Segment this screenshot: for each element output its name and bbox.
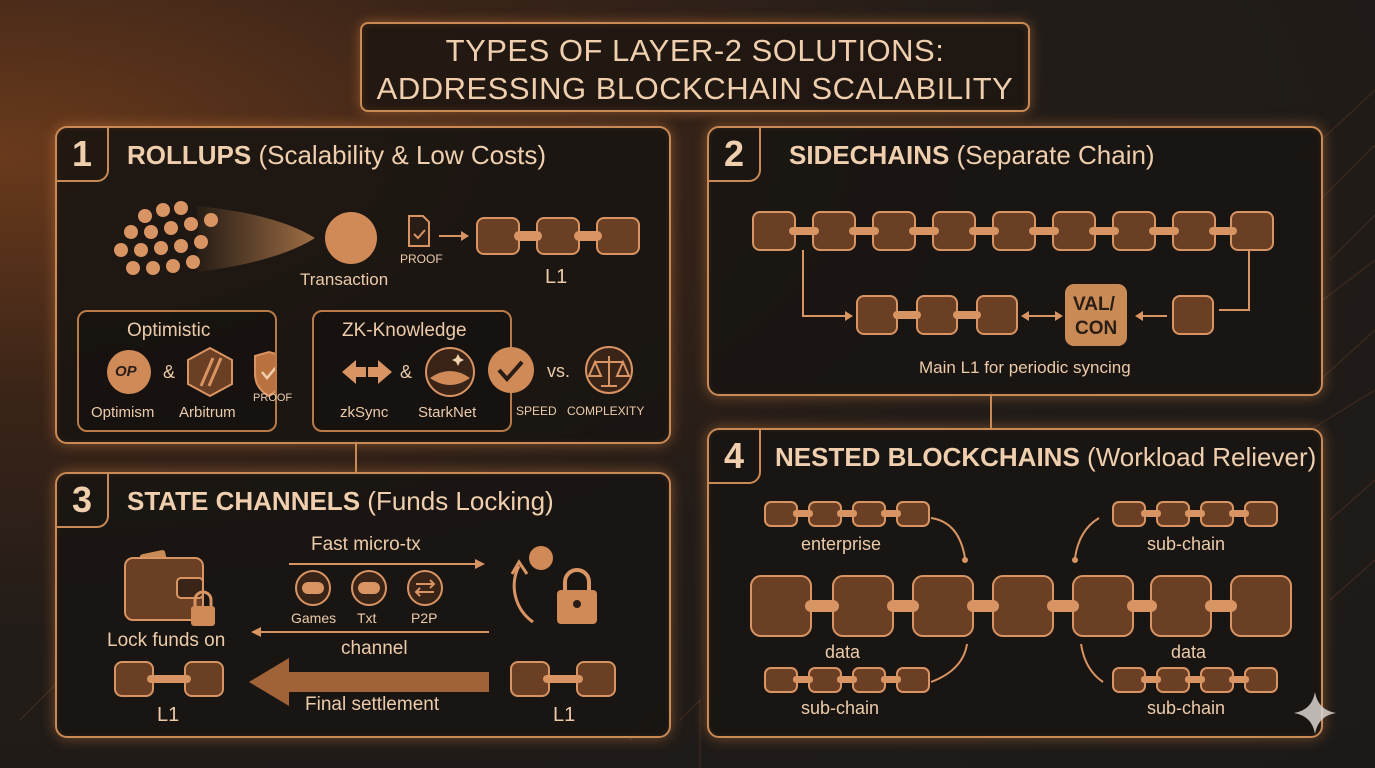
op-logo-icon: [107, 350, 151, 394]
check-icon: [488, 347, 534, 393]
panel-heading: NESTED BLOCKCHAINS (Workload Reliever): [775, 442, 1316, 473]
label-data-right: data: [1171, 642, 1207, 662]
label-subchain-bottom-right: sub-chain: [1147, 698, 1226, 718]
panel-heading: SIDECHAINS (Separate Chain): [789, 140, 1155, 171]
optimistic-proof-label: PROOF: [253, 392, 293, 404]
zk-extras: [488, 346, 633, 394]
zk-box: ZK-Knowledge & zkSync StarkNet: [312, 310, 512, 432]
lock-funds-label: Lock funds on: [107, 630, 226, 651]
title-line-2: ADDRESSING BLOCKCHAIN SCALABILITY: [376, 71, 1014, 106]
panel-name: STATE CHANNELS: [127, 486, 361, 516]
optimistic-icons: [107, 346, 275, 398]
validator-line-1: VAL/: [1073, 294, 1115, 315]
op-badge: OP: [115, 363, 137, 380]
optimistic-title: Optimistic: [127, 320, 211, 341]
state-channels-diagram: [114, 546, 616, 706]
optimistic-box: Optimistic OP & Optimism Arbitrum PROOF: [77, 310, 292, 432]
use-txt: Txt: [357, 610, 377, 626]
panel-subtitle: (Funds Locking): [367, 486, 554, 516]
nested-diagram: [750, 501, 1292, 693]
transaction-dots: [114, 201, 218, 275]
panel-heading: STATE CHANNELS (Funds Locking): [127, 486, 554, 517]
cycle-lock-icon: [510, 546, 597, 624]
l1-label: L1: [545, 266, 568, 288]
optimistic-amp: &: [163, 362, 176, 382]
transaction-label: Transaction: [300, 270, 389, 289]
zksync-arrows-icon: [342, 360, 392, 384]
l1-chain-right: [510, 661, 616, 697]
connector-1-3: [355, 440, 357, 472]
rollups-panel: 1 ROLLUPS (Scalability & Low Costs): [55, 126, 671, 444]
label-data-left: data: [825, 642, 861, 662]
arbitrum-logo-icon: [187, 346, 233, 398]
zk-icons: [342, 347, 475, 397]
panel-name: ROLLUPS: [127, 140, 252, 170]
speed-label: SPEED: [516, 404, 557, 418]
zksync-label: zkSync: [340, 404, 389, 421]
title-line-1: TYPES OF LAYER-2 SOLUTIONS:: [445, 33, 945, 68]
label-enterprise: enterprise: [801, 534, 882, 554]
swap-icon: [407, 570, 443, 606]
optimism-label: Optimism: [91, 404, 155, 421]
panel-subtitle: (Scalability & Low Costs): [258, 140, 547, 170]
panel-number: 4: [709, 430, 761, 484]
scales-icon: [585, 346, 633, 394]
shield-check-icon: [254, 350, 275, 398]
label-subchain-top-right: sub-chain: [1147, 534, 1226, 554]
channel-label: channel: [341, 638, 408, 659]
panel-subtitle: (Workload Reliever): [1087, 442, 1317, 472]
gamepad-icon: [295, 570, 331, 606]
panel-number: 1: [57, 128, 109, 182]
gamepad-icon: [351, 570, 387, 606]
starknet-logo-icon: [425, 347, 475, 397]
fast-tx-label: Fast micro-tx: [311, 534, 421, 555]
panel-heading: ROLLUPS (Scalability & Low Costs): [127, 140, 546, 171]
l1-chain-left: [114, 661, 224, 697]
wallet-icon: [124, 550, 204, 621]
l1-right-label: L1: [553, 704, 576, 726]
proof-doc-icon: [408, 215, 430, 247]
panel-name: SIDECHAINS: [789, 140, 950, 170]
l1-left-label: L1: [157, 704, 180, 726]
sparkle-icon: [1294, 692, 1336, 734]
starknet-label: StarkNet: [418, 404, 477, 421]
connector-2-4: [990, 392, 992, 428]
complexity-label: COMPLEXITY: [567, 404, 645, 418]
sidechains-diagram: [752, 211, 1274, 346]
label-subchain-bottom-left: sub-chain: [801, 698, 880, 718]
transaction-bubble: [325, 212, 377, 264]
title-box: TYPES OF LAYER-2 SOLUTIONS: ADDRESSING B…: [360, 22, 1030, 112]
panel-number: 2: [709, 128, 761, 182]
panel-number: 3: [57, 474, 109, 528]
side-chain: [856, 295, 1214, 335]
zk-amp: &: [400, 362, 413, 382]
rollups-diagram: [114, 201, 640, 275]
zk-title: ZK-Knowledge: [342, 320, 467, 341]
main-chain: [752, 211, 1274, 251]
sidechains-caption: Main L1 for periodic syncing: [919, 358, 1131, 377]
sub-chain-bottom-right: [1112, 667, 1278, 693]
arbitrum-label: Arbitrum: [179, 404, 236, 421]
l1-chain: [476, 217, 640, 255]
state-channels-panel: 3 STATE CHANNELS (Funds Locking): [55, 472, 671, 738]
panel-subtitle: (Separate Chain): [956, 140, 1155, 170]
panel-name: NESTED BLOCKCHAINS: [775, 442, 1080, 472]
zk-vs: vs.: [547, 361, 571, 381]
lock-icon: [191, 590, 215, 626]
use-games: Games: [291, 610, 337, 626]
settlement-label: Final settlement: [305, 694, 440, 715]
validator-line-2: CON: [1075, 318, 1118, 339]
nested-panel: 4 NESTED BLOCKCHAINS (Workload Reliever): [707, 428, 1323, 738]
use-p2p: P2P: [411, 610, 438, 626]
proof-label: PROOF: [400, 252, 443, 266]
sidechains-panel: 2 SIDECHAINS (Separate Chain): [707, 126, 1323, 396]
validator-block: [1065, 284, 1127, 346]
sub-chain-top-left: [764, 501, 930, 527]
